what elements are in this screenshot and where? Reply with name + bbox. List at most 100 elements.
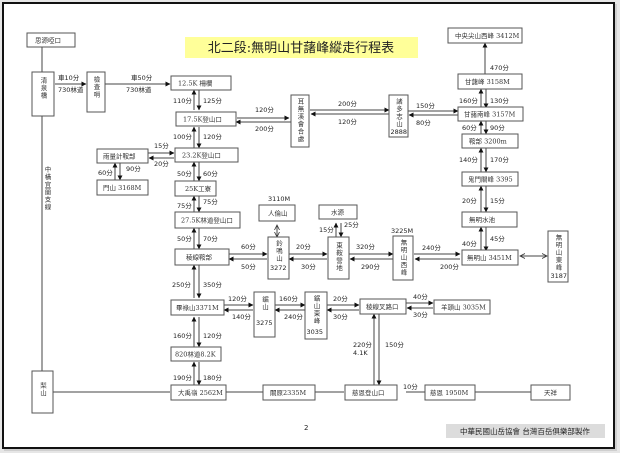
svg-text:30分: 30分: [413, 310, 428, 319]
svg-text:25分: 25分: [344, 220, 359, 229]
qingquan-label: 清泉橋: [39, 76, 47, 100]
svg-text:120分: 120分: [203, 132, 222, 141]
svg-text:140分: 140分: [459, 155, 478, 164]
node-qishan-east: 鋸山東峰 3035: [304, 291, 328, 340]
node-dongan: 東鞍營地: [327, 236, 350, 280]
svg-text:甘藷南峰 3157M: 甘藷南峰 3157M: [464, 110, 516, 119]
node-shuiyuan: 水源: [318, 204, 358, 220]
svg-text:200分: 200分: [255, 124, 274, 133]
erwu-label: 耳無溪會合處: [296, 98, 304, 144]
svg-text:30分: 30分: [333, 312, 348, 321]
svg-text:820林道8.2K: 820林道8.2K: [175, 350, 216, 359]
svg-text:90分: 90分: [490, 123, 505, 132]
node-bijia: 畢祿山3371M: [170, 299, 225, 316]
svg-text:25K工寮: 25K工寮: [185, 184, 212, 193]
node-lengxian-cha: 稜線叉路口: [359, 298, 407, 315]
svg-text:70分: 70分: [203, 234, 218, 243]
svg-text:車10分: 車10分: [58, 73, 80, 82]
node-17-5k: 17.5K登山口: [175, 111, 237, 127]
svg-text:140分: 140分: [232, 312, 251, 321]
time-labels: 車10分 730林道 車50分 730林道 110分 125分 120分 200…: [58, 63, 509, 391]
node-lishan: 梨山: [31, 370, 54, 414]
svg-text:75分: 75分: [203, 197, 218, 206]
svg-text:車50分: 車50分: [131, 73, 153, 82]
node-k25: 25K工寮: [174, 180, 217, 197]
svg-text:2888: 2888: [391, 128, 408, 136]
node-qingquan: 清泉橋: [31, 71, 55, 117]
svg-text:稜線鞍部: 稜線鞍部: [186, 253, 213, 262]
node-lingming: 鈴鳴山 3272: [267, 236, 290, 280]
wuming-west-label: 無明山西峰: [399, 238, 407, 277]
page-title: 北二段:無明山甘藷峰縱走行程表: [208, 41, 394, 56]
svg-text:120分: 120分: [255, 105, 274, 114]
svg-text:120分: 120分: [228, 294, 247, 303]
svg-text:50分: 50分: [177, 234, 192, 243]
svg-text:門山 3168M: 門山 3168M: [103, 183, 142, 192]
svg-text:慈恩登山口: 慈恩登山口: [352, 388, 385, 397]
svg-text:關原2335M: 關原2335M: [270, 389, 307, 397]
svg-text:150分: 150分: [416, 101, 435, 110]
svg-text:3035: 3035: [307, 328, 324, 336]
svg-text:75分: 75分: [177, 201, 192, 210]
svg-text:稜線叉路口: 稜線叉路口: [366, 302, 399, 311]
svg-text:人倫山: 人倫山: [268, 209, 288, 218]
svg-text:慈恩 1950M: 慈恩 1950M: [430, 388, 469, 397]
page-number: 2: [304, 424, 308, 432]
svg-text:3187: 3187: [551, 272, 568, 280]
svg-text:240分: 240分: [284, 312, 303, 321]
node-road820: 820林道8.2K: [170, 346, 222, 362]
jiancha-label: 檢查哨: [92, 75, 100, 99]
node-zhongyang: 中央尖山西峰 3412M: [447, 27, 523, 44]
svg-text:3275: 3275: [256, 319, 273, 327]
dongan-label: 東鞍營地: [335, 241, 343, 272]
node-renlun: 人倫山 3110M: [258, 195, 296, 222]
lishan-label: 梨山: [39, 381, 47, 398]
node-guanyuan: 關原2335M: [262, 384, 316, 401]
svg-text:730林道: 730林道: [126, 85, 152, 94]
svg-text:160分: 160分: [459, 96, 478, 105]
svg-text:畢祿山3371M: 畢祿山3371M: [176, 303, 219, 312]
node-zhuduo: 諸多志山 2888: [388, 94, 409, 138]
svg-text:40分: 40分: [413, 292, 428, 301]
svg-text:10分: 10分: [403, 382, 418, 391]
title-banner: [185, 37, 418, 58]
svg-text:220分: 220分: [353, 340, 372, 349]
svg-text:45分: 45分: [490, 234, 505, 243]
credit-text: 中華民國山岳協會 台灣百岳俱樂部製作: [460, 426, 590, 436]
svg-text:無明山 3451M: 無明山 3451M: [467, 253, 512, 262]
node-anbu: 鞍部 3200m: [461, 133, 519, 149]
svg-text:鬼門關峰 3395: 鬼門關峰 3395: [468, 175, 513, 184]
svg-text:320分: 320分: [356, 242, 375, 251]
svg-text:100分: 100分: [173, 132, 192, 141]
node-tianxiang: 天祥: [530, 384, 571, 401]
svg-text:20分: 20分: [333, 294, 348, 303]
qishan-label: 鋸山: [261, 295, 269, 312]
svg-text:350分: 350分: [203, 280, 222, 289]
svg-text:天祥: 天祥: [544, 388, 558, 397]
svg-text:12.5K 柵欄: 12.5K 柵欄: [178, 79, 212, 88]
svg-text:中央尖山西峰 3412M: 中央尖山西峰 3412M: [455, 31, 520, 40]
svg-text:大禹嶺 2562M: 大禹嶺 2562M: [178, 388, 223, 397]
svg-text:30分: 30分: [301, 262, 316, 271]
svg-text:15分: 15分: [490, 196, 505, 205]
node-qishan: 鋸山 3275: [253, 291, 276, 338]
zhongheng-label: 中橫宜蘭支線: [43, 165, 51, 211]
node-yangtou: 羊頭山 3035M: [433, 299, 491, 315]
node-k23-2: 23.2K登山口: [174, 147, 239, 163]
svg-text:180分: 180分: [203, 373, 222, 382]
svg-text:水源: 水源: [331, 208, 345, 217]
node-wuming: 無明山 3451M: [461, 249, 519, 266]
svg-text:170分: 170分: [490, 155, 509, 164]
node-cien: 慈恩 1950M: [424, 384, 476, 401]
svg-text:15分: 15分: [319, 225, 334, 234]
node-12-5k: 12.5K 柵欄: [170, 75, 232, 91]
node-wuming-pool: 無明水池: [461, 211, 518, 228]
node-k27-5: 27.5K林道登山口: [174, 211, 241, 229]
svg-text:200分: 200分: [338, 99, 357, 108]
node-guimen: 鬼門關峰 3395: [461, 171, 519, 187]
credit-banner: [446, 424, 605, 438]
svg-text:羊頭山 3035M: 羊頭山 3035M: [441, 303, 486, 312]
svg-text:150分: 150分: [385, 340, 404, 349]
svg-text:20分: 20分: [296, 242, 311, 251]
svg-text:20分: 20分: [462, 196, 477, 205]
